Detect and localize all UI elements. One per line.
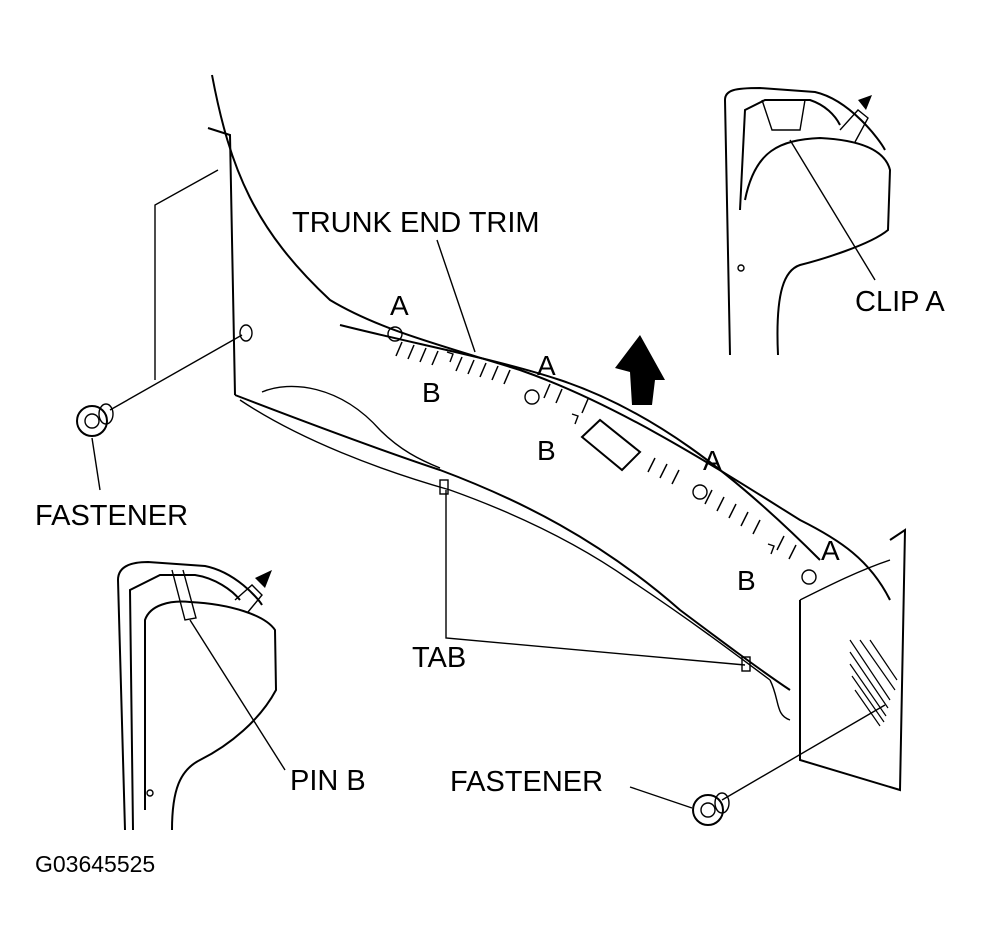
- tab-right: [741, 656, 751, 672]
- marker-b-3: B: [737, 565, 756, 596]
- panel-hatching: [849, 639, 898, 727]
- tab-label: TAB: [412, 642, 466, 674]
- fastener-right-label: FASTENER: [450, 766, 603, 798]
- figure-code: G03645525: [35, 851, 155, 877]
- marker-a-2: A: [537, 350, 556, 381]
- tab-leader: [445, 490, 746, 666]
- pin-b-inset: [116, 560, 286, 831]
- fastener-left-group: [76, 169, 253, 491]
- clip-a-inset: [723, 86, 892, 356]
- clip-a-markers: [387, 326, 817, 585]
- removal-direction-arrow: [615, 335, 665, 405]
- marker-b-1: B: [422, 377, 441, 408]
- fastener-right-group: [629, 704, 886, 826]
- marker-a-3: A: [703, 445, 722, 476]
- trunk-end-trim-leader: [436, 239, 476, 353]
- fastener-left-label: FASTENER: [35, 500, 188, 532]
- clip-a-label: CLIP A: [855, 286, 945, 318]
- tab-left: [439, 479, 449, 495]
- marker-a-1: A: [390, 290, 409, 321]
- marker-b-2: B: [537, 435, 556, 466]
- fastener-right-icon: [692, 792, 730, 826]
- trunk-end-trim-label: TRUNK END TRIM: [292, 207, 540, 239]
- pin-b-markers: [446, 351, 775, 555]
- marker-a-4: A: [821, 535, 840, 566]
- trim-panel: [207, 74, 907, 792]
- sill-hatching: [395, 341, 797, 560]
- pin-b-label: PIN B: [290, 765, 366, 797]
- fastener-left-icon: [76, 403, 114, 437]
